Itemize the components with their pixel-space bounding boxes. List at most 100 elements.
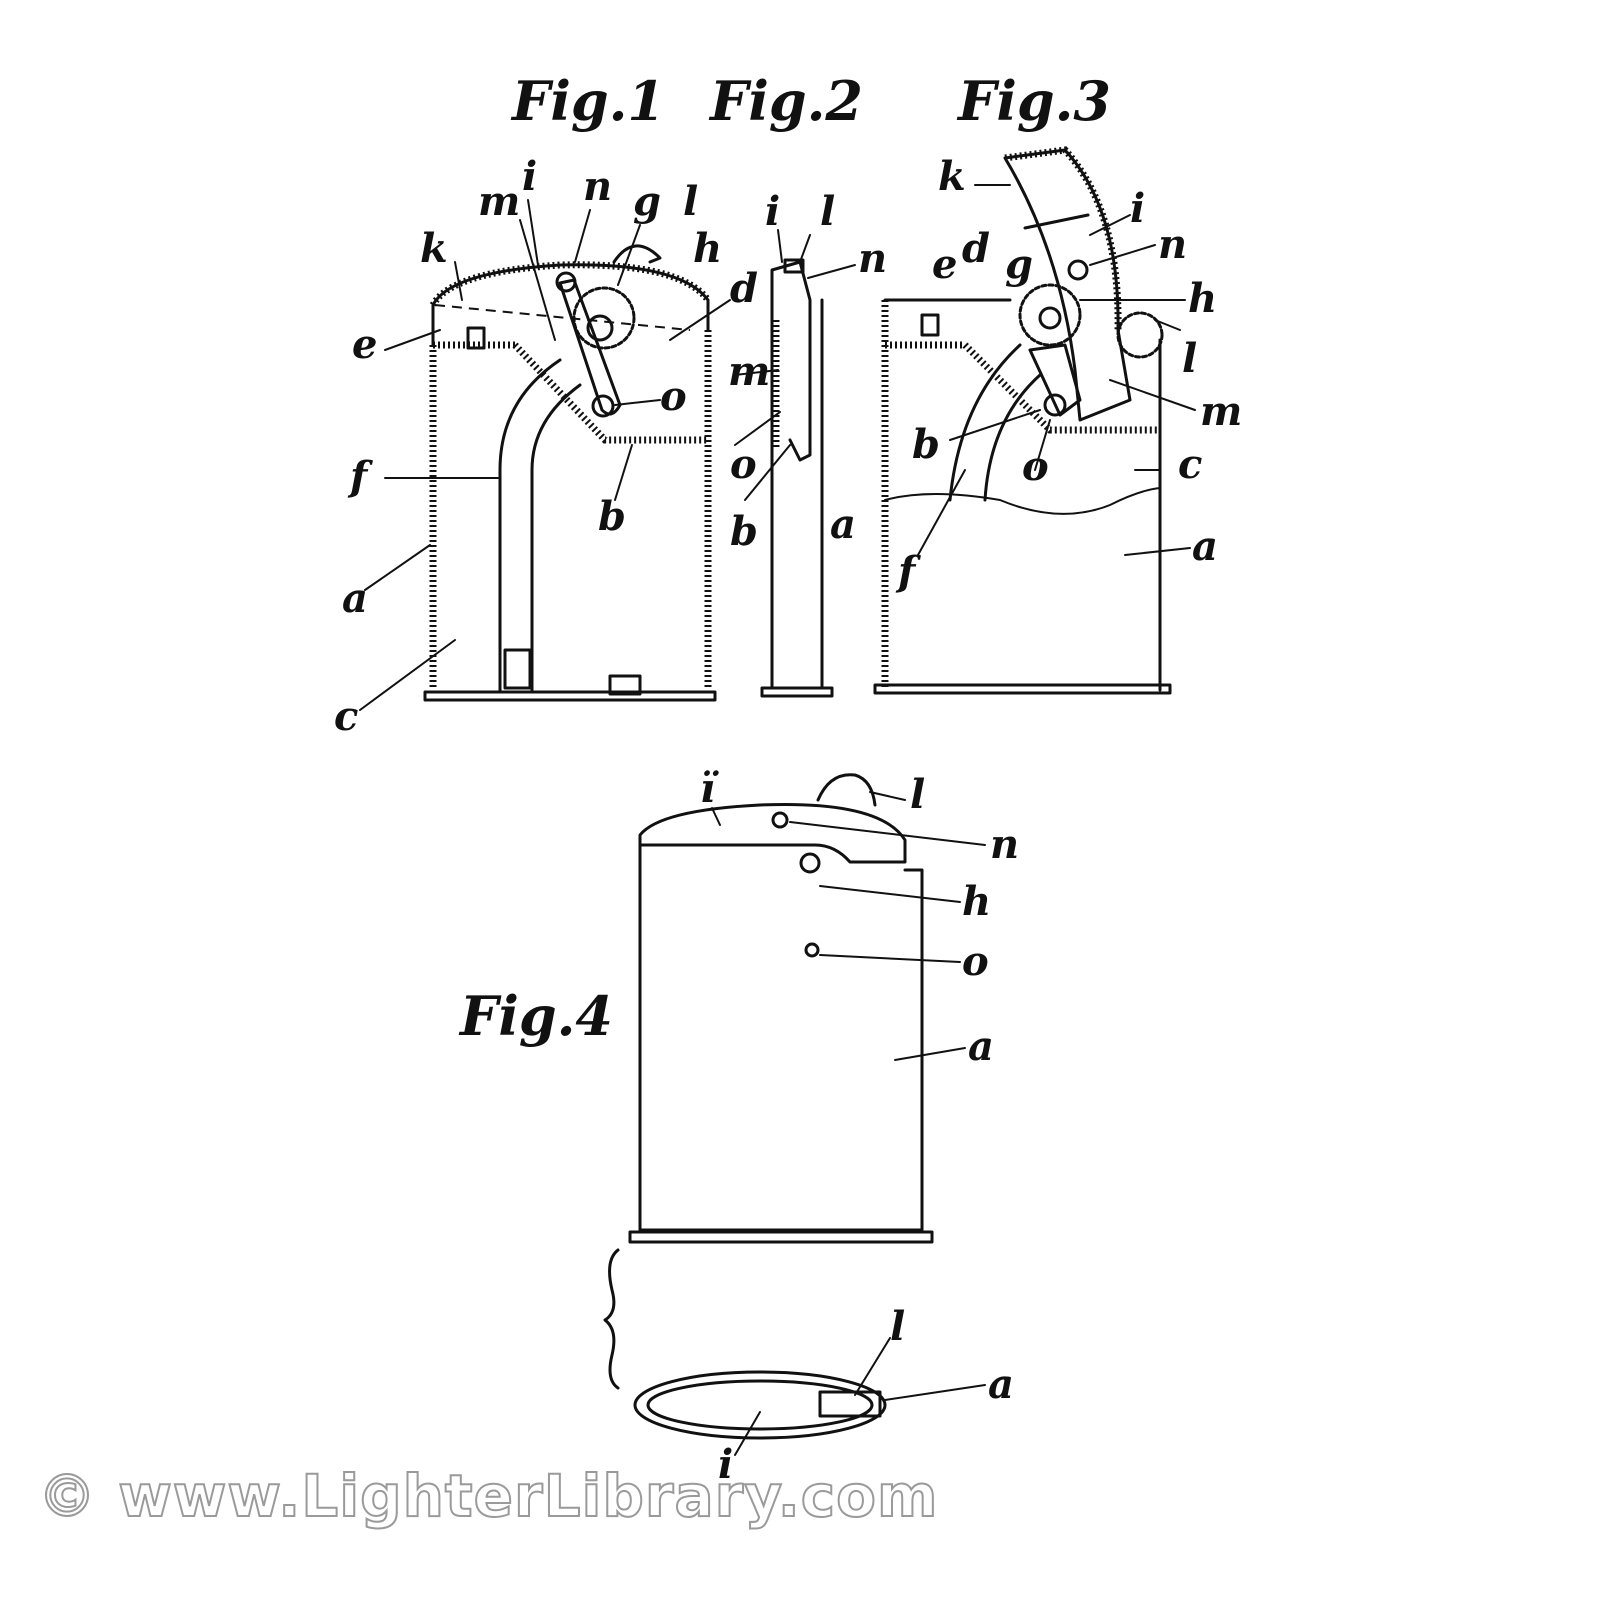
fig1-label-h: h — [693, 225, 722, 272]
fig3-label-n: n — [1158, 221, 1187, 268]
fig4-pivot-n — [771, 811, 789, 829]
fig2-leader-n — [807, 264, 856, 279]
fig1-striking-wheel — [572, 286, 636, 350]
fig1-tube-right — [530, 383, 582, 692]
fig2-leader-m — [734, 369, 779, 376]
fig1-title: Fig.1 — [510, 69, 665, 133]
fig1-leader-o — [614, 399, 661, 406]
fig1-partition — [512, 342, 708, 444]
fig3-tube-right — [983, 373, 1042, 502]
fig4-title: Fig.4 — [458, 984, 613, 1048]
figure-3: Fig.3 k i — [873, 69, 1242, 695]
fig3-leader-m — [1109, 379, 1196, 411]
fig4-label-n: n — [990, 821, 1019, 868]
fig1-leader-b — [614, 444, 633, 501]
fig1-pivot-h — [586, 314, 614, 342]
fig1-label-m: m — [478, 178, 520, 225]
watermark: © www.LighterLibrary.com — [37, 1461, 939, 1531]
fig4-cap — [638, 802, 907, 864]
fig3-label-a: a — [1192, 523, 1218, 570]
fig1-label-d: d — [730, 265, 758, 312]
fig1-leader-n — [574, 209, 591, 263]
fig1-pivot-n — [555, 271, 577, 293]
fig2-label-m: m — [728, 348, 770, 395]
fig4-label-l-bottom: l — [890, 1303, 905, 1350]
fig1-label-f: f — [347, 453, 373, 500]
fig3-break-line — [884, 487, 1161, 515]
figure-4: Fig.4 ï l n h o a l a i — [458, 765, 1019, 1488]
fig1-label-n: n — [583, 163, 612, 210]
fig2-label-l: l — [820, 188, 835, 235]
fig2-base — [760, 686, 834, 698]
fig2-label-i: i — [765, 188, 780, 235]
fig2-leader-b — [744, 444, 791, 501]
fig1-pivot-o — [591, 394, 615, 418]
fig3-lid-band — [1023, 213, 1090, 230]
fig2-title: Fig.2 — [708, 69, 863, 133]
fig1-label-c: c — [334, 693, 358, 740]
fig3-leader-f — [917, 469, 966, 556]
fig4-body — [638, 843, 924, 1232]
fig3-lever-arm — [1028, 343, 1082, 417]
fig2-label-b: b — [730, 508, 758, 555]
fig1-leader-a — [364, 544, 431, 591]
fig2-label-o: o — [730, 441, 757, 488]
fig1-leader-g — [617, 224, 641, 286]
fig3-label-e: e — [932, 241, 957, 288]
fig4-leader-a-bottom — [884, 1384, 986, 1401]
fig4-label-a-bottom: a — [988, 1361, 1014, 1408]
fig1-label-g: g — [633, 178, 661, 225]
fig1-lid — [431, 263, 710, 347]
fig3-flint-tube — [920, 313, 940, 337]
fig4-leader-i — [711, 807, 721, 826]
fig4-leader-a — [894, 1047, 966, 1061]
fig1-leader-m — [519, 219, 556, 341]
figure-2: Fig.2 i l n m o b a — [708, 69, 887, 698]
fig3-pivot-n — [1067, 259, 1089, 281]
fig4-leader-i-bottom — [734, 1411, 761, 1456]
fig2-leader-i — [777, 229, 783, 263]
fig4-bottom-wheel — [818, 1390, 882, 1418]
fig3-striking-wheel — [1018, 283, 1082, 347]
fig3-pivot-o — [1043, 393, 1067, 417]
fig2-wheel — [783, 258, 805, 274]
fig1-leader-c — [359, 639, 456, 711]
fig1-lid-hatch — [429, 261, 711, 307]
fig4-pivot-o — [804, 942, 820, 958]
fig3-label-o: o — [1022, 443, 1049, 490]
fig4-bottom-inner — [646, 1379, 874, 1431]
fig1-label-b: b — [598, 493, 626, 540]
fig3-leader-n — [1089, 244, 1156, 266]
fig1-screw — [608, 674, 642, 696]
fig4-thumb-wheel — [816, 773, 877, 807]
fig3-base — [873, 683, 1172, 695]
fig3-leader-b — [949, 409, 1041, 441]
fig2-label-a: a — [830, 501, 856, 548]
figure-1: Fig.1 — [334, 69, 758, 740]
fig1-thumb-wheel — [612, 244, 662, 264]
fig4-pivot-h — [799, 852, 821, 874]
fig1-spring — [503, 648, 532, 690]
fig3-thumb-wheel — [1116, 311, 1164, 359]
fig1-base — [423, 690, 717, 702]
fig2-leader-l — [799, 234, 811, 263]
fig1-leader-i — [527, 199, 539, 266]
fig4-leader-l — [869, 791, 906, 801]
fig3-label-l: l — [1182, 335, 1197, 382]
fig4-label-l: l — [910, 771, 925, 818]
fig2-housing-left — [770, 260, 812, 690]
fig4-label-i: ï — [700, 765, 719, 812]
fig2-leader-o — [734, 411, 781, 446]
fig4-brace — [603, 1248, 620, 1390]
fig3-label-b: b — [912, 421, 940, 468]
fig3-label-k: k — [938, 153, 966, 200]
fig3-tube-left — [948, 343, 1022, 502]
fig4-base — [628, 1230, 934, 1244]
fig3-leader-l — [1154, 319, 1181, 331]
fig1-tube-left — [498, 358, 562, 692]
fig3-leader-o — [1034, 419, 1051, 471]
fig2-label-n: n — [858, 235, 887, 282]
fig1-leader-d — [669, 299, 731, 341]
fig1-leader-e — [384, 329, 441, 351]
